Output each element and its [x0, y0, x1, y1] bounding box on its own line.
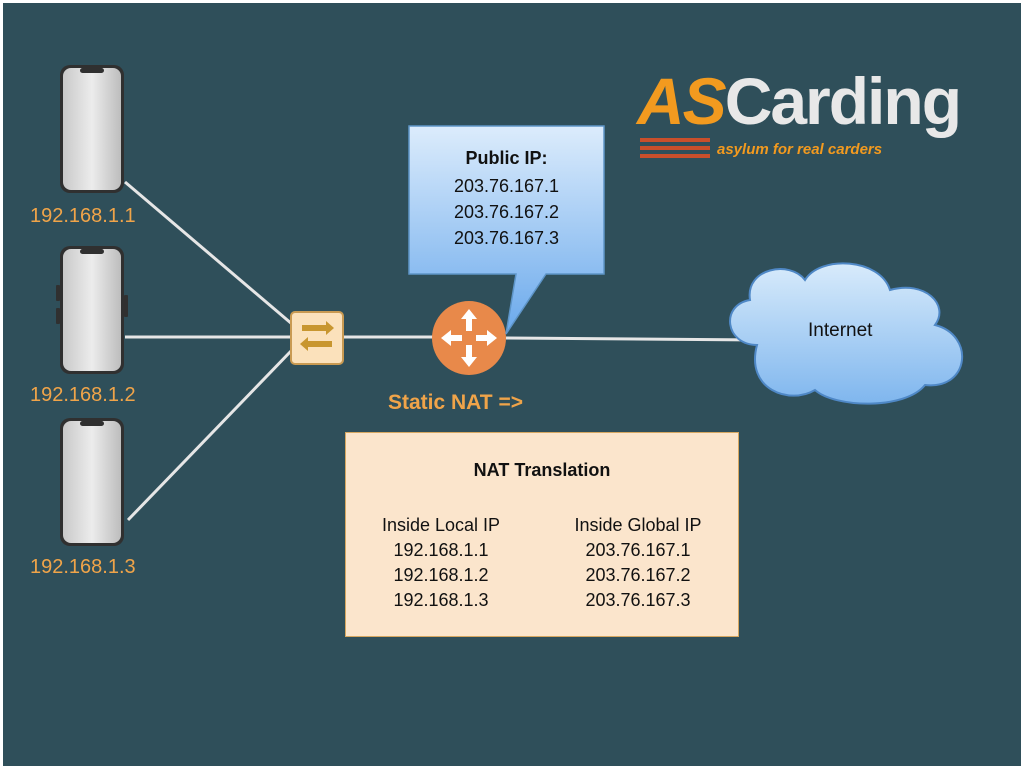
inside-global-column: Inside Global IP 203.76.167.1 203.76.167…: [558, 513, 718, 613]
phone-device-2: [56, 246, 128, 374]
inside-global-ip: 203.76.167.1: [585, 540, 691, 560]
phone-device-1: [60, 65, 124, 193]
link-phone3-switch: [126, 348, 294, 522]
logo-tagline: asylum for real carders: [717, 141, 883, 158]
phone-device-3: [60, 418, 124, 546]
public-ip-box: Public IP: 203.76.167.1 203.76.167.2 203…: [409, 126, 604, 274]
device-ip-label-2: 192.168.1.2: [30, 384, 136, 406]
public-ip-callout: [408, 125, 605, 335]
link-phone1-switch: [124, 180, 293, 326]
inside-local-ip: 192.168.1.3: [393, 590, 489, 610]
inside-global-ip: 203.76.167.2: [585, 565, 691, 585]
device-ip-label-3: 192.168.1.3: [30, 556, 136, 578]
logo-suffix: Carding: [724, 64, 962, 138]
brand-logo: ASCarding: [637, 68, 962, 134]
inside-global-ip: 203.76.167.3: [585, 590, 691, 610]
inside-local-column: Inside Local IP 192.168.1.1 192.168.1.2 …: [368, 513, 514, 613]
public-ip-address: 203.76.167.2: [453, 202, 560, 222]
switch-icon: [290, 311, 344, 365]
logo-stripes: [640, 138, 710, 158]
inside-local-ip: 192.168.1.1: [393, 540, 489, 560]
inside-local-ip: 192.168.1.2: [393, 565, 489, 585]
public-ip-address: 203.76.167.3: [453, 228, 560, 248]
internet-cloud-icon: [729, 262, 963, 405]
inside-global-header: Inside Global IP: [574, 515, 702, 535]
inside-local-header: Inside Local IP: [381, 515, 501, 535]
link-router-internet: [505, 336, 761, 342]
public-ip-title: Public IP:: [465, 148, 548, 168]
router-icon: [432, 301, 506, 375]
public-ip-address: 203.76.167.1: [453, 176, 560, 196]
static-nat-caption: Static NAT =>: [388, 391, 523, 414]
internet-label: Internet: [808, 320, 873, 341]
nat-translation-table: NAT Translation Inside Local IP 192.168.…: [345, 432, 739, 637]
logo-prefix: AS: [637, 64, 727, 138]
nat-table-title: NAT Translation: [473, 460, 611, 480]
device-ip-label-1: 192.168.1.1: [30, 205, 136, 227]
